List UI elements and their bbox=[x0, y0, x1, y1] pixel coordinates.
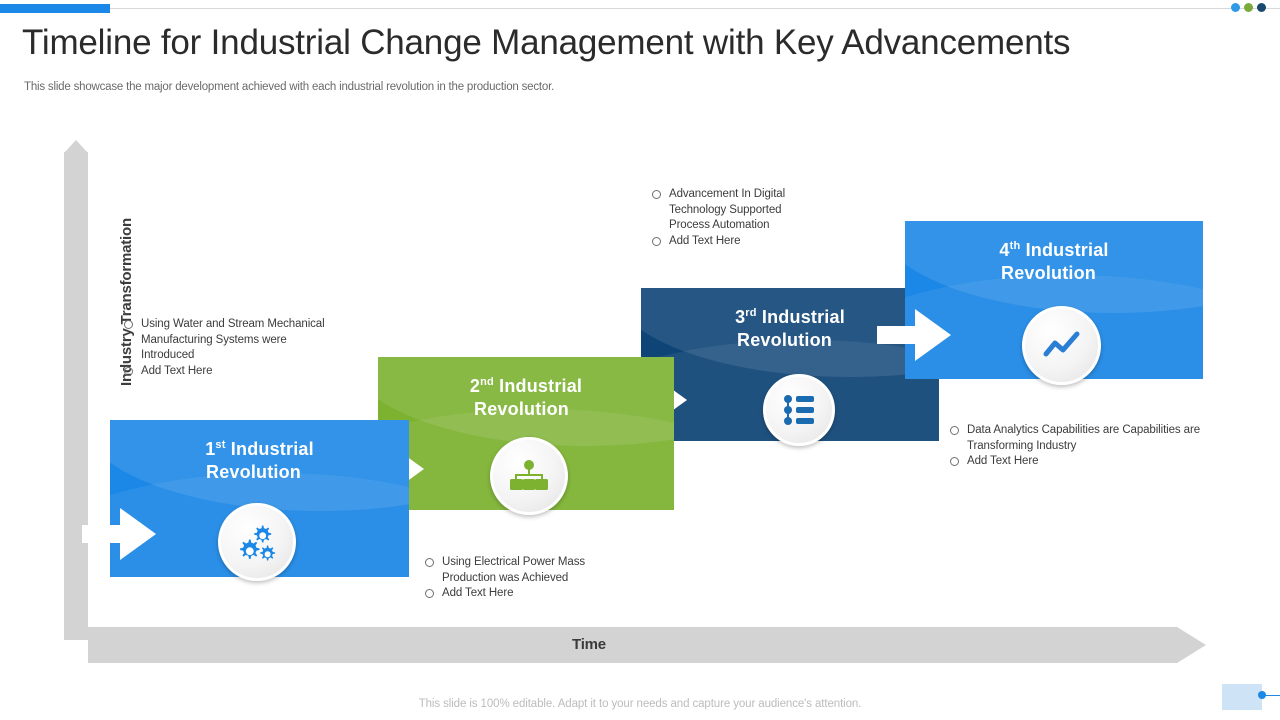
step-4-card[interactable]: 4th Industrial Revolution bbox=[877, 221, 1203, 385]
corner-line-icon bbox=[1262, 694, 1280, 696]
step-1-ordinal: 1 bbox=[205, 439, 216, 459]
bullet-icon bbox=[425, 558, 434, 567]
footer-note: This slide is 100% editable. Adapt it to… bbox=[418, 698, 862, 710]
step-4-callout-line-2: Add Text Here bbox=[967, 455, 1039, 468]
bullet-icon bbox=[652, 190, 661, 199]
step-1-title-line2: Revolution bbox=[206, 462, 301, 482]
step-2-callout-line-1: Using Electrical Power Mass Production w… bbox=[442, 556, 586, 584]
step-4-title-line1: Industrial bbox=[1025, 240, 1109, 260]
step-3-icon-badge bbox=[763, 374, 835, 446]
step-1-icon-badge bbox=[218, 503, 296, 581]
step-4-arrow-icon bbox=[877, 309, 975, 361]
process-list-icon bbox=[784, 395, 814, 425]
step-3-callout-line-1: Advancement In Digital Technology Suppor… bbox=[669, 188, 786, 232]
step-3-title-line1: Industrial bbox=[761, 307, 845, 327]
step-4-callout-line-1: Data Analytics Capabilities are Capabili… bbox=[967, 424, 1200, 452]
header-dots bbox=[1231, 3, 1266, 12]
bullet-icon bbox=[950, 426, 959, 435]
list-item: Using Electrical Power Mass Production w… bbox=[423, 555, 623, 586]
step-3-title-line2: Revolution bbox=[737, 330, 832, 350]
step-2-title-line1: Industrial bbox=[499, 376, 583, 396]
blue-dot-icon bbox=[1231, 3, 1240, 12]
gears-icon bbox=[240, 525, 276, 561]
step-3-ordinal: 3 bbox=[735, 307, 746, 327]
list-item: Add Text Here bbox=[650, 234, 815, 250]
step-1-arrow-icon bbox=[82, 508, 180, 560]
step-4-callout: Data Analytics Capabilities are Capabili… bbox=[948, 423, 1228, 470]
step-3-callout: Advancement In Digital Technology Suppor… bbox=[650, 187, 815, 249]
bullet-icon bbox=[950, 457, 959, 467]
step-2-title-line2: Revolution bbox=[474, 399, 569, 419]
page-subtitle: This slide showcase the major developmen… bbox=[24, 81, 555, 93]
list-item: Using Water and Stream Mechanical Manufa… bbox=[122, 317, 337, 364]
corner-marker bbox=[1222, 684, 1262, 710]
step-1-ordinal-suffix: st bbox=[215, 439, 226, 451]
bullet-icon bbox=[652, 236, 661, 246]
step-2-title: 2nd Industrial Revolution bbox=[378, 371, 674, 421]
y-axis-shaft bbox=[64, 152, 88, 640]
step-4-icon-badge bbox=[1022, 306, 1101, 385]
list-item: Data Analytics Capabilities are Capabili… bbox=[948, 423, 1228, 454]
header-rule bbox=[0, 8, 1280, 9]
step-2-callout: Using Electrical Power Mass Production w… bbox=[423, 555, 623, 602]
bullet-icon bbox=[425, 589, 434, 599]
x-axis-arrow: Time bbox=[88, 627, 1206, 663]
list-item: Add Text Here bbox=[948, 454, 1228, 470]
green-dot-icon bbox=[1244, 3, 1253, 12]
step-4-title: 4th Industrial Revolution bbox=[905, 235, 1203, 285]
page-title: Timeline for Industrial Change Managemen… bbox=[22, 23, 1071, 62]
step-1-callout-line-1: Using Water and Stream Mechanical Manufa… bbox=[141, 318, 325, 362]
step-1-title-line1: Industrial bbox=[230, 439, 314, 459]
list-item: Advancement In Digital Technology Suppor… bbox=[650, 187, 815, 234]
step-1-card[interactable]: 1st Industrial Revolution bbox=[82, 420, 409, 581]
step-1-title: 1st Industrial Revolution bbox=[110, 434, 409, 484]
header-accent-bar bbox=[0, 4, 110, 13]
org-chart-icon bbox=[510, 460, 548, 490]
list-item: Add Text Here bbox=[423, 586, 623, 602]
step-3-callout-line-2: Add Text Here bbox=[669, 234, 741, 247]
step-3-title: 3rd Industrial Revolution bbox=[641, 302, 939, 352]
x-axis-arrowhead-icon bbox=[1177, 627, 1206, 663]
step-4-ordinal: 4 bbox=[999, 240, 1010, 260]
step-2-icon-badge bbox=[490, 437, 568, 515]
step-2-ordinal-suffix: nd bbox=[480, 376, 494, 388]
step-2-ordinal: 2 bbox=[469, 376, 481, 396]
step-1-callout-line-2: Add Text Here bbox=[141, 364, 213, 377]
x-axis-shaft bbox=[88, 627, 1178, 663]
bullet-icon bbox=[124, 320, 133, 329]
step-4-ordinal-suffix: th bbox=[1009, 240, 1021, 252]
list-item: Add Text Here bbox=[122, 364, 337, 380]
step-1-callout: Using Water and Stream Mechanical Manufa… bbox=[122, 317, 337, 379]
x-axis-label: Time bbox=[572, 636, 606, 653]
step-2-card[interactable]: 2nd Industrial Revolution bbox=[350, 357, 674, 515]
bullet-icon bbox=[124, 366, 133, 376]
navy-dot-icon bbox=[1257, 3, 1266, 12]
step-4-title-line2: Revolution bbox=[1001, 263, 1096, 283]
step-2-callout-line-2: Add Text Here bbox=[442, 587, 514, 600]
y-axis-arrowhead-icon bbox=[64, 140, 88, 153]
step-3-ordinal-suffix: rd bbox=[745, 307, 757, 319]
y-axis-arrow: Industry Transformation bbox=[64, 140, 135, 640]
line-chart-icon bbox=[1043, 331, 1079, 356]
